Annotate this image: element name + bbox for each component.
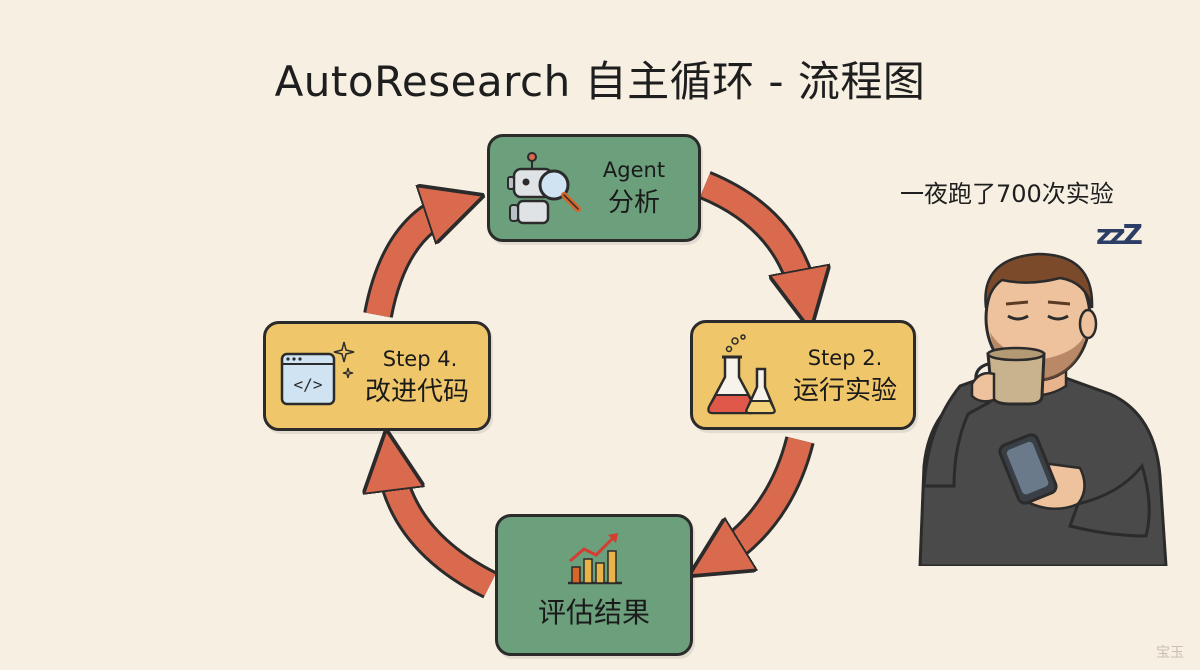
sleepy-person-illustration xyxy=(918,252,1168,566)
node-code-line2: 改进代码 xyxy=(364,377,469,407)
page-title: AutoResearch 自主循环 - 流程图 xyxy=(274,57,926,106)
bar-chart-trend-icon xyxy=(568,533,622,585)
watermark-text: 宝玉 xyxy=(1156,645,1184,661)
node-improve-code: </> Step 4. 改进代码 xyxy=(263,321,491,431)
node-run-line1: Step 2. xyxy=(807,346,883,370)
node-run-line2: 运行实验 xyxy=(792,376,897,406)
node-evaluate-results: 评估结果 xyxy=(495,514,693,656)
node-agent-analysis: Agent 分析 xyxy=(487,134,701,242)
node-eval-label: 评估结果 xyxy=(537,596,650,629)
svg-text:</>: </> xyxy=(294,375,323,394)
code-window-icon: </> xyxy=(280,341,355,406)
node-agent-line1: Agent xyxy=(602,158,666,182)
node-agent-line2: 分析 xyxy=(607,188,660,218)
experiment-count-caption: 一夜跑了700次实验 xyxy=(900,180,1114,208)
sleep-zzz-text: zzZ xyxy=(1096,218,1143,251)
node-run-experiment: Step 2. 运行实验 xyxy=(690,320,916,430)
robot-magnifier-icon xyxy=(507,152,581,225)
node-code-line1: Step 4. xyxy=(382,347,458,371)
lab-flask-icon xyxy=(707,334,776,415)
